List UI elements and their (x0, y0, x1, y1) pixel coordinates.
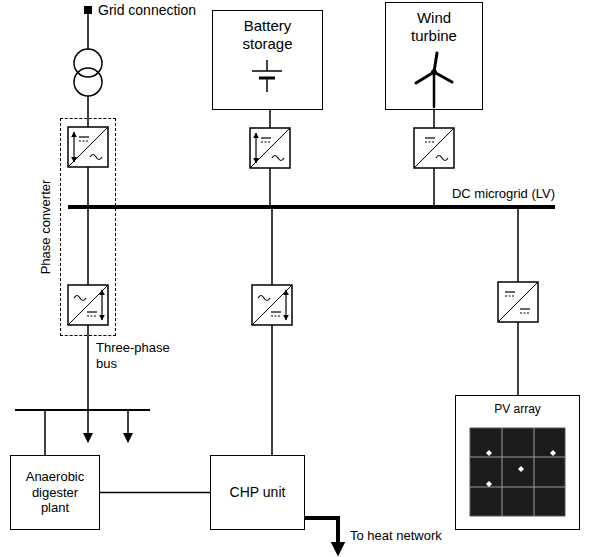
battery-symbol (252, 70, 282, 72)
wire (269, 168, 271, 207)
plant-box: Anaerobic digester plant (10, 455, 100, 530)
pv-panel-icon (470, 428, 565, 516)
bus-label: DC microgrid (LV) (420, 186, 555, 202)
wind-turbine-icon (416, 53, 452, 107)
pv-panel-icon (550, 450, 556, 456)
wire (271, 325, 273, 455)
wind-turbine-icon (416, 72, 434, 83)
converter-symbol (252, 285, 292, 325)
wind-turbine-icon (433, 72, 436, 107)
box-label: Battery storage (228, 17, 308, 53)
wire (517, 207, 519, 282)
dc-bus (68, 205, 555, 209)
three-phase-bus (15, 409, 150, 411)
grid-terminal (84, 6, 92, 14)
connector-line (100, 492, 210, 494)
transformer-symbol (74, 49, 102, 96)
load-arrow (127, 410, 129, 442)
load-arrow (87, 410, 89, 442)
bidirectional-arrow (74, 132, 286, 320)
pv-panel-icon (502, 428, 503, 516)
wire (45, 14, 518, 455)
wire (44, 410, 46, 455)
bidirectional-arrow (73, 132, 74, 162)
pv-panel-icon (486, 481, 492, 487)
wire (433, 110, 435, 128)
wind-turbine-icon (432, 70, 437, 75)
generator-box: Wind turbine (385, 2, 483, 110)
pv-panel-icon (470, 428, 565, 516)
bidirectional-arrow (255, 133, 256, 163)
battery-symbol (266, 60, 268, 71)
box-label: Wind turbine (399, 9, 469, 45)
pv-panel-icon (470, 457, 565, 458)
wire (87, 14, 89, 49)
converter-symbol (498, 282, 538, 322)
wire (433, 168, 435, 207)
pv-panel-icon (518, 466, 524, 472)
wire (87, 207, 89, 285)
battery-symbol (266, 78, 268, 92)
converter-symbol (68, 127, 108, 167)
converter-symbol (250, 128, 290, 168)
transformer-symbol (74, 68, 102, 96)
wire (271, 207, 273, 285)
converter-symbol (414, 128, 454, 168)
terminal-label: Grid connection (98, 2, 228, 19)
wind-turbine-icon (434, 72, 452, 82)
pv-panel-icon (534, 428, 535, 516)
wire (87, 167, 89, 207)
connector-layer (100, 492, 210, 493)
plant-box: CHP unit (210, 455, 305, 530)
heat-arrow (305, 518, 338, 552)
bidirectional-arrow (285, 290, 286, 320)
group-label: Phase converter (38, 180, 54, 275)
converter-symbol (68, 285, 108, 325)
pv-panel-icon (470, 487, 565, 488)
wire (269, 110, 271, 128)
bus-label: Three-phase bus (96, 340, 181, 371)
battery-symbol (252, 60, 282, 92)
wire (87, 96, 89, 127)
pv-panel-icon (486, 450, 556, 487)
box-label: CHP unit (230, 484, 286, 501)
load-arrow (88, 410, 128, 442)
wire (87, 325, 89, 410)
wire (517, 322, 519, 395)
box-label: PV array (494, 402, 541, 416)
bidirectional-arrow (101, 290, 102, 320)
box-label: Anaerobic digester plant (16, 469, 94, 516)
converter-group: Phase converter (60, 118, 116, 336)
storage-box: Battery storage (212, 10, 323, 110)
pv-panel-icon (486, 450, 492, 456)
generator-box: PV array (455, 395, 580, 530)
flow-label: To heat network (350, 528, 470, 544)
pv-panel-icon (470, 428, 565, 516)
